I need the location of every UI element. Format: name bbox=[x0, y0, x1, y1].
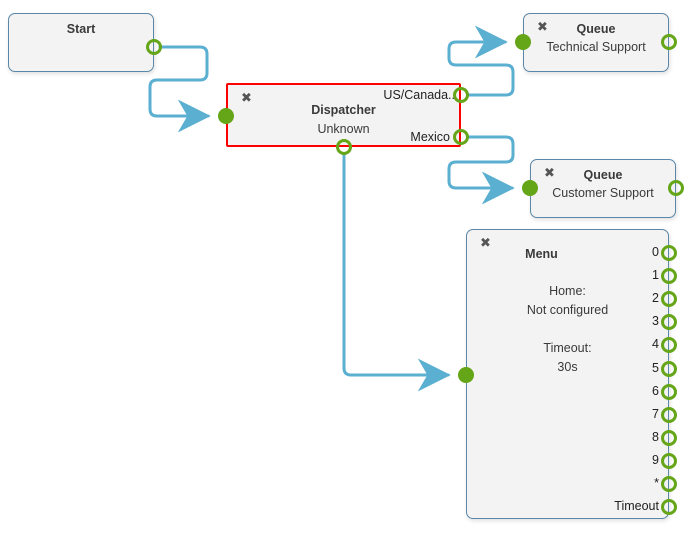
close-icon[interactable]: ✖ bbox=[241, 91, 252, 106]
close-icon[interactable]: ✖ bbox=[544, 166, 555, 181]
node-dispatcher[interactable]: ✖ Dispatcher Unknown bbox=[226, 83, 461, 147]
node-dispatcher-title: Dispatcher bbox=[311, 103, 376, 117]
node-start-title: Start bbox=[66, 22, 96, 36]
port-menu-input[interactable] bbox=[458, 367, 474, 383]
node-queue-technical-support[interactable]: ✖ Queue Technical Support bbox=[523, 13, 669, 72]
node-queue-technical-support-subtitle: Technical Support bbox=[546, 40, 646, 54]
port-label-menu-timeout: Timeout bbox=[614, 499, 659, 513]
port-label-menu-3: 3 bbox=[652, 314, 659, 328]
node-queue-customer-support-title: Queue bbox=[583, 168, 623, 182]
port-dispatcher-input[interactable] bbox=[218, 108, 234, 124]
node-menu-title: Menu bbox=[525, 247, 558, 261]
port-queue-customer-support-input[interactable] bbox=[522, 180, 538, 196]
port-label-menu-5: 5 bbox=[652, 361, 659, 375]
node-start[interactable]: Start bbox=[8, 13, 154, 72]
port-menu-output-star[interactable] bbox=[661, 476, 677, 492]
port-menu-output-0[interactable] bbox=[661, 245, 677, 261]
port-dispatcher-output-bottom[interactable] bbox=[336, 139, 352, 155]
port-label-uscanada: US/Canada.. bbox=[383, 88, 455, 102]
port-menu-output-3[interactable] bbox=[661, 314, 677, 330]
port-menu-output-timeout[interactable] bbox=[661, 499, 677, 515]
port-queue-technical-support-input[interactable] bbox=[515, 34, 531, 50]
port-label-menu-2: 2 bbox=[652, 291, 659, 305]
port-menu-output-7[interactable] bbox=[661, 407, 677, 423]
port-label-menu-0: 0 bbox=[652, 245, 659, 259]
port-queue-customer-support-output[interactable] bbox=[668, 180, 684, 196]
port-label-menu-8: 8 bbox=[652, 430, 659, 444]
port-menu-output-6[interactable] bbox=[661, 384, 677, 400]
node-queue-customer-support-subtitle: Customer Support bbox=[552, 186, 654, 200]
port-label-menu-7: 7 bbox=[652, 407, 659, 421]
close-icon[interactable]: ✖ bbox=[480, 236, 491, 251]
port-menu-output-8[interactable] bbox=[661, 430, 677, 446]
port-menu-output-2[interactable] bbox=[661, 291, 677, 307]
menu-home-label: Home: bbox=[549, 284, 586, 298]
port-label-menu-1: 1 bbox=[652, 268, 659, 282]
port-label-menu-9: 9 bbox=[652, 453, 659, 467]
node-queue-technical-support-title: Queue bbox=[576, 22, 616, 36]
node-menu[interactable]: ✖ Menu Home: Not configured Timeout: 30s bbox=[466, 229, 669, 519]
port-dispatcher-output-mexico[interactable] bbox=[453, 129, 469, 145]
port-menu-output-4[interactable] bbox=[661, 337, 677, 353]
port-start-output[interactable] bbox=[146, 39, 162, 55]
port-menu-output-5[interactable] bbox=[661, 361, 677, 377]
port-label-mexico: Mexico bbox=[410, 130, 450, 144]
menu-timeout-label: Timeout: bbox=[543, 341, 592, 355]
node-dispatcher-subtitle: Unknown bbox=[317, 122, 370, 136]
port-menu-output-1[interactable] bbox=[661, 268, 677, 284]
port-label-menu-star: * bbox=[654, 476, 659, 490]
port-label-menu-4: 4 bbox=[652, 337, 659, 351]
port-queue-technical-support-output[interactable] bbox=[661, 34, 677, 50]
close-icon[interactable]: ✖ bbox=[537, 20, 548, 35]
port-menu-output-9[interactable] bbox=[661, 453, 677, 469]
wire-start-to-dispatcher bbox=[148, 45, 211, 133]
port-label-menu-6: 6 bbox=[652, 384, 659, 398]
wire-dispatcher-to-menu bbox=[342, 152, 451, 392]
node-queue-customer-support[interactable]: ✖ Queue Customer Support bbox=[530, 159, 676, 218]
node-menu-body: Home: Not configured Timeout: 30s bbox=[467, 282, 668, 377]
menu-timeout-value: 30s bbox=[557, 360, 578, 374]
menu-home-value: Not configured bbox=[526, 303, 609, 317]
port-dispatcher-output-uscanada[interactable] bbox=[453, 87, 469, 103]
